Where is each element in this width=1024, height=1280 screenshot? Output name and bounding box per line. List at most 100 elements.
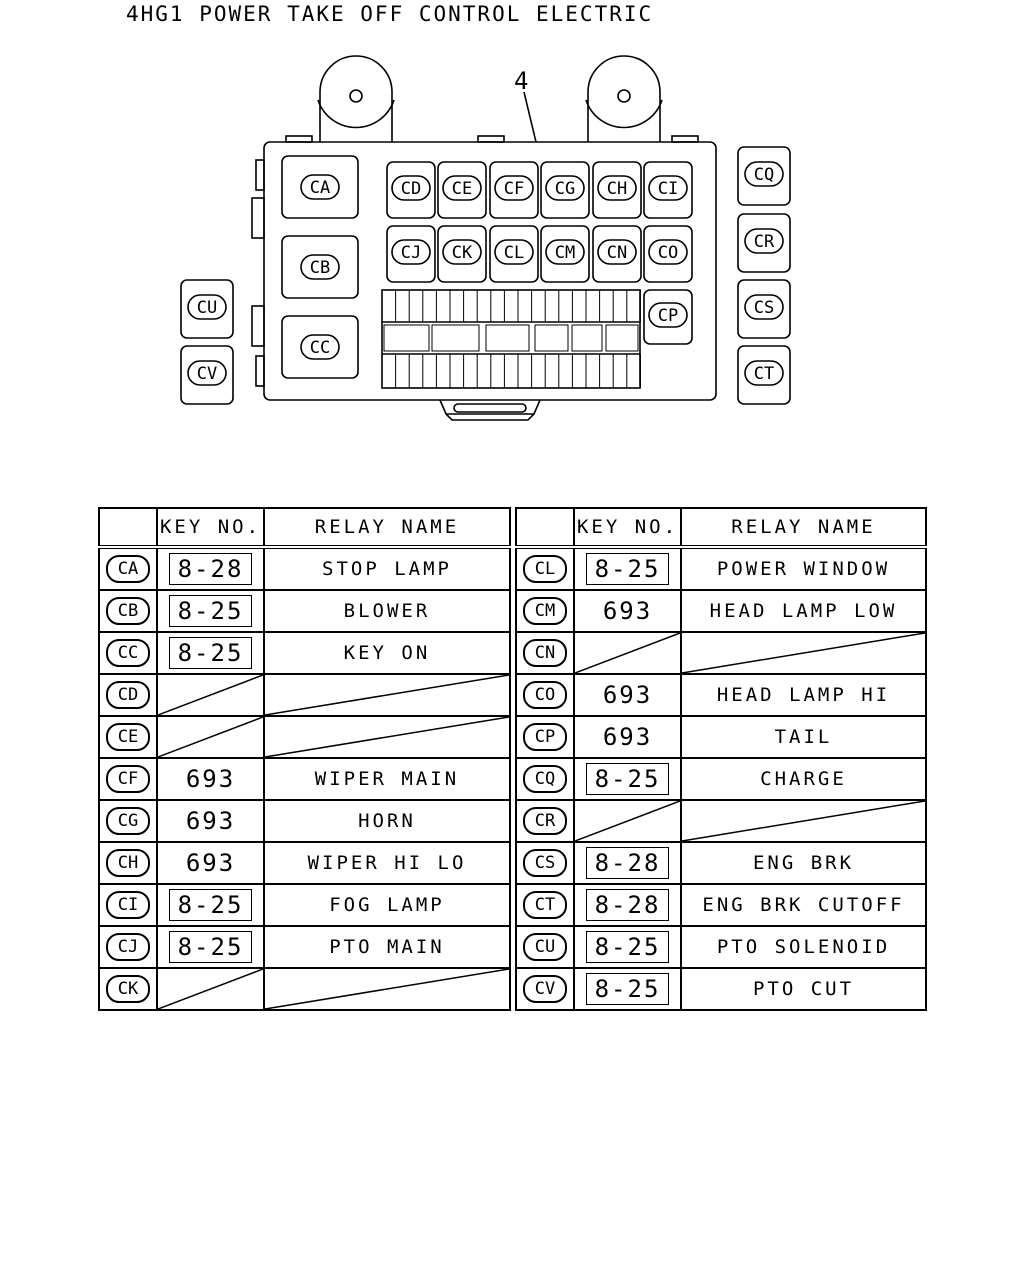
relay-code-badge: CE [106,723,150,751]
relay-code-badge: CU [523,933,567,961]
relay-label: CI [658,179,678,199]
key-no: 693 [185,849,236,877]
relay-label-badge [545,175,585,201]
relay-code-cell: CJ [98,925,158,969]
relay-label: CQ [754,165,774,185]
empty-slash [575,633,680,673]
relay-code-badge: CC [106,639,150,667]
empty-slash [265,969,509,1009]
relay-code-cell: CK [98,967,158,1011]
relay-cn: CN [592,225,642,283]
relay-ca: CA [281,155,359,219]
relay-name-cell [263,967,511,1011]
key-no-cell [573,799,682,843]
relay-code-cell: CB [98,589,158,633]
relay-label: CS [754,298,774,318]
relay-label: CU [197,298,217,318]
relay-name-cell: WIPER MAIN [263,757,511,801]
relay-label-badge [300,174,340,200]
relay-name: ENG BRK [752,852,855,874]
key-no: 8-25 [168,931,253,963]
relay-code-cell: CL [515,546,575,591]
relay-name-cell [263,673,511,717]
key-no-cell: 693 [156,757,265,801]
relay-label-badge [648,302,688,328]
relay-code-cell: CV [515,967,575,1011]
relay-label-badge [744,294,784,320]
relay-cu: CU [180,279,234,339]
relay-name-cell: HEAD LAMP LOW [680,589,927,633]
relay-code-cell: CR [515,799,575,843]
relay-code-badge: CQ [523,765,567,793]
relay-name: HORN [358,810,416,832]
relay-label: CD [401,179,421,199]
table-row: CD [98,673,511,717]
relay-label: CH [607,179,627,199]
key-no: 8-25 [168,889,253,921]
relay-code-badge: CJ [106,933,150,961]
relay-cg: CG [540,161,590,219]
relay-code-cell: CM [515,589,575,633]
key-no-cell: 8-25 [573,757,682,801]
relay-code-badge: CR [523,807,567,835]
code-header [515,507,575,549]
relay-label: CO [658,243,678,263]
relay-label-badge [300,334,340,360]
relay-cl: CL [489,225,539,283]
relay-ck: CK [437,225,487,283]
relay-label: CM [555,243,575,263]
relay-ch: CH [592,161,642,219]
relay-name: PTO CUT [752,978,855,1000]
key-no: 8-28 [585,889,670,921]
relay-name-cell: HORN [263,799,511,843]
relay-label-badge [648,175,688,201]
relay-name: POWER WINDOW [716,558,891,580]
relay-label-badge [744,161,784,187]
key-no: 8-28 [168,553,253,585]
relay-name: WIPER MAIN [314,768,460,790]
relay-code-badge: CP [523,723,567,751]
relay-label: CT [754,364,774,384]
table-row: CE [98,715,511,759]
relay-label-badge [300,254,340,280]
relay-label: CN [607,243,627,263]
relay-name-cell: FOG LAMP [263,883,511,927]
relay-ct: CT [737,345,791,405]
empty-slash [682,801,925,841]
relay-label: CE [452,179,472,199]
relay-cd: CD [386,161,436,219]
relay-name: HEAD LAMP LOW [709,600,898,622]
relay-name-header: RELAY NAME [680,507,927,549]
relay-label: CF [504,179,524,199]
key-no: 8-25 [585,553,670,585]
relay-name-cell: HEAD LAMP HI [680,673,927,717]
relay-cm: CM [540,225,590,283]
table-header-row: KEY NO. RELAY NAME [98,507,511,549]
relay-code-cell: CO [515,673,575,717]
key-no-cell: 693 [156,841,265,885]
relay-label-badge [744,228,784,254]
relay-code-badge: CT [523,891,567,919]
relay-label: CL [504,243,524,263]
relay-code-badge: CD [106,681,150,709]
key-no: 693 [602,723,653,751]
relay-label-badge [187,294,227,320]
relay-code-cell: CN [515,631,575,675]
mounting-hole-right-icon [617,89,631,103]
relay-label-badge [442,239,482,265]
relay-code-cell: CD [98,673,158,717]
key-no-cell: 8-25 [156,589,265,633]
relay-name-cell: ENG BRK [680,841,927,885]
